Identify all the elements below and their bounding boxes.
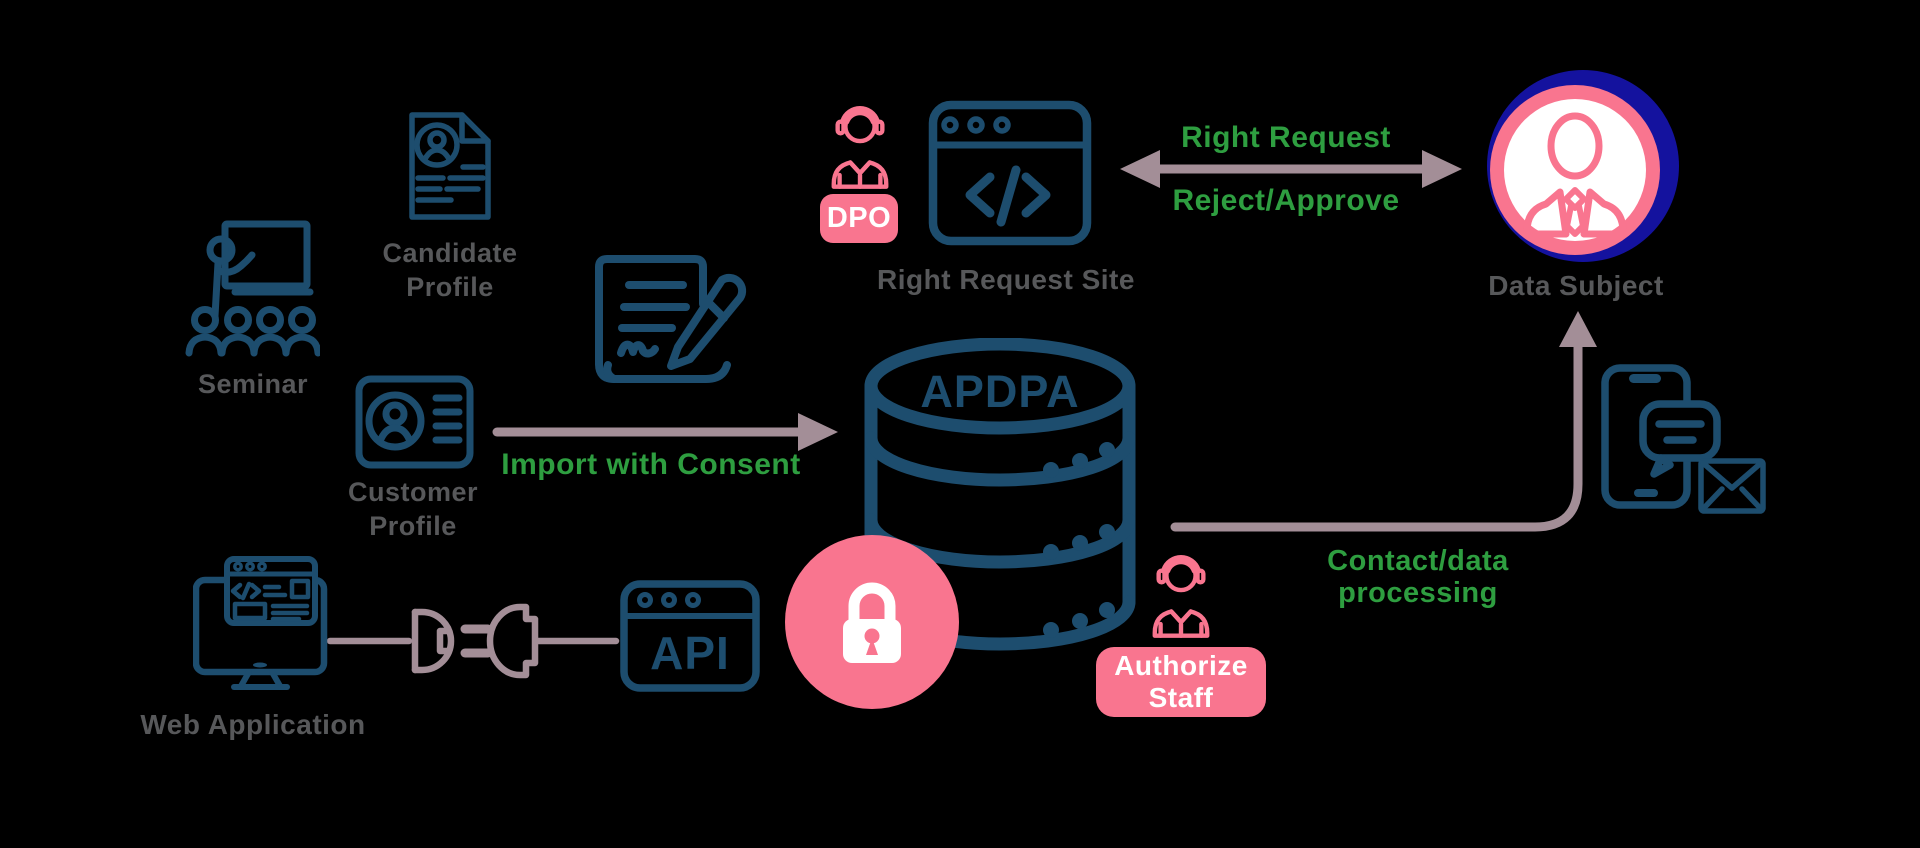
seminar-icon: [185, 220, 320, 357]
consent-document-icon: [595, 255, 747, 383]
candidate-profile-label: Candidate Profile: [382, 238, 518, 302]
phone-chat-icon: [1601, 364, 1721, 509]
data-subject-avatar: [1487, 70, 1679, 262]
authorize-staff-person-icon: [1152, 555, 1210, 638]
database-title: APDPA: [920, 366, 1080, 417]
envelope-icon: [1698, 458, 1766, 514]
api-label: API: [650, 627, 730, 679]
right-request-site-label: Right Request Site: [877, 264, 1135, 295]
contact-arrow: [1170, 311, 1597, 532]
data-subject-ring: [1490, 85, 1660, 255]
contact-data-processing-label: Contact/data processing: [1327, 545, 1509, 609]
authorize-staff-badge: Authorize Staff: [1096, 647, 1266, 717]
api-window-icon: [620, 580, 760, 692]
dpo-person-icon: [831, 106, 889, 189]
web-application-icon: [193, 556, 328, 690]
customer-profile-label: Customer Profile: [347, 477, 479, 541]
bidirectional-arrow: [1120, 150, 1462, 188]
plug-icon: [460, 603, 539, 679]
socket-icon: [411, 608, 455, 674]
seminar-label: Seminar: [197, 369, 309, 399]
lock-icon: [785, 535, 959, 709]
import-arrow: [492, 413, 838, 451]
web-application-label: Web Application: [140, 709, 366, 740]
data-subject-label: Data Subject: [1488, 270, 1664, 301]
person-icon: [1523, 112, 1627, 238]
import-with-consent-label: Import with Consent: [501, 448, 801, 481]
right-request-label: Right Request: [1181, 121, 1391, 154]
candidate-profile-icon: [409, 112, 491, 220]
dpo-badge: DPO: [820, 194, 898, 243]
customer-profile-icon: [355, 375, 474, 469]
right-request-site-icon: [928, 100, 1092, 246]
reject-approve-label: Reject/Approve: [1172, 184, 1400, 217]
